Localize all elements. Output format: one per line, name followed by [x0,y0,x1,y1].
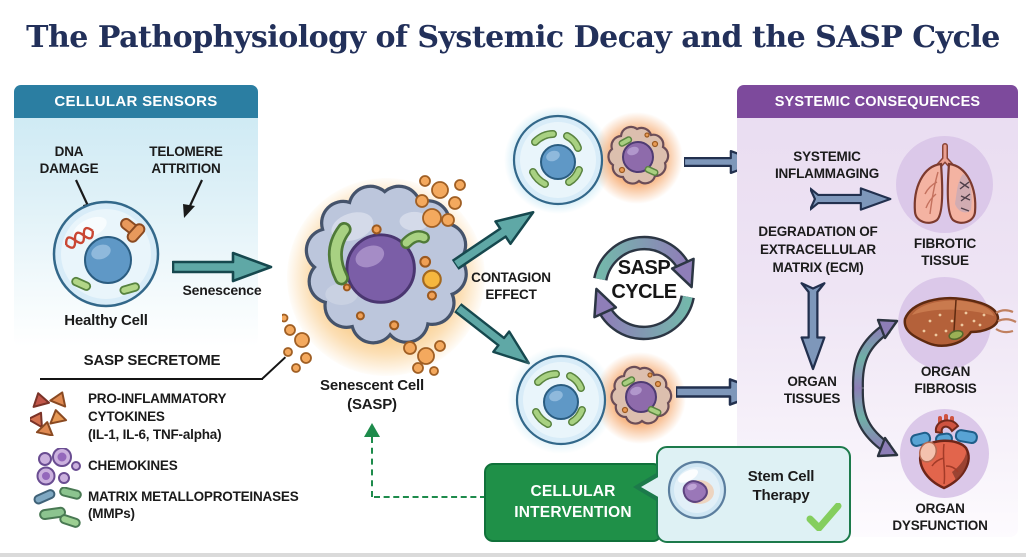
sasp-secretome-header: SASP SECRETOME [83,352,221,369]
checkmark-icon [806,503,842,531]
infected-cell-pair-icon [504,106,683,214]
intervention-dashed-line-vertical [371,437,373,497]
lungs-icon [913,143,977,224]
senescent-cell-icon [282,175,468,376]
mmps-label: MATRIX METALLOPROTEINASES (MMPs) [88,489,299,521]
organ-tissues-label: ORGAN TISSUES [783,374,841,406]
liver-icon [903,296,1017,347]
ecm-degradation-label: DEGRADATION OF EXTRACELLULAR MATRIX (ECM… [758,224,878,275]
chemokines-label: CHEMOKINES [88,458,178,473]
systemic-inflammaging-label: SYSTEMIC INFLAMMAGING [774,149,880,181]
bottom-divider [0,553,1026,557]
telomere-attrition-label: TELOMERE ATTRITION [149,144,223,176]
systemic-consequences-header-label: SYSTEMIC CONSEQUENCES [774,93,981,110]
chemokine-circles-icon [36,448,81,486]
cellular-intervention-label-2: INTERVENTION [514,503,632,521]
page-title: The Pathophysiology of Systemic Decay an… [26,20,1000,55]
stem-cell-therapy-label: Stem Cell Therapy [747,468,815,504]
senescence-label: Senescence [182,282,262,298]
intervention-dashed-line-horizontal [374,496,486,498]
contagion-effect-label: CONTAGION EFFECT [471,270,551,302]
healthy-cell-icon [52,200,160,308]
senescent-cell-label: Senescent Cell (SASP) [320,377,424,413]
organ-dysfunction-label: ORGAN DYSFUNCTION [892,501,988,533]
infected-cell-pair-icon [507,346,686,454]
sasp-cycle-label-2: CYCLE [611,281,677,303]
mmp-rods-icon [33,487,82,528]
cellular-intervention-label-1: CELLULAR [530,483,616,501]
sasp-secretions-dots [282,175,466,376]
healthy-cell-label: Healthy Cell [64,312,148,329]
cellular-sensors-panel: CELLULAR SENSORS [14,85,258,347]
cytokines-label: PRO-INFLAMMATORY CYTOKINES (IL-1, IL-6, … [88,391,227,442]
stem-cell-icon [667,460,727,520]
heart-icon [910,414,978,490]
sasp-cycle-label-1: SASP [617,257,671,279]
organ-tissues-branch-arrows-icon [851,318,899,458]
contagion-arrow-up-icon [451,210,535,271]
systemic-consequences-header: SYSTEMIC CONSEQUENCES [737,85,1018,118]
senescence-arrow-icon [172,251,273,283]
dna-damage-label: DNA DAMAGE [39,144,99,176]
intervention-arrowhead-icon [364,423,380,437]
cellular-intervention-box: CELLULAR INTERVENTION [484,463,662,542]
therapy-box-tail [641,476,660,498]
cellular-sensors-header-label: CELLULAR SENSORS [54,93,218,110]
ecm-to-organ-tissues-arrow-icon [800,282,826,371]
cytokine-blobs-icon [30,391,68,436]
fibrotic-tissue-label: FIBROTIC TISSUE [913,236,977,268]
to-fibrotic-tissue-arrow-icon [810,187,892,211]
cellular-sensors-header: CELLULAR SENSORS [14,85,258,118]
secretome-underline [40,378,263,380]
sasp-cycle-arrows-icon [576,235,712,356]
organ-fibrosis-label: ORGAN FIBROSIS [914,364,977,396]
contagion-arrow-down-icon [453,302,530,365]
